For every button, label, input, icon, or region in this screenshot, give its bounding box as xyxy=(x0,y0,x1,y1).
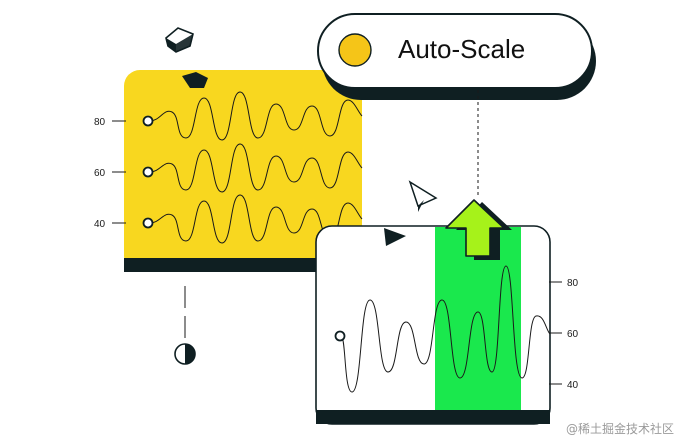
left-tick-label: 80 xyxy=(94,117,106,128)
cursor-arrow-icon xyxy=(408,180,438,212)
right-tick-label: 80 xyxy=(567,278,579,289)
left-panel-base xyxy=(124,258,362,272)
flag-icon xyxy=(384,228,406,246)
pentagon-icon xyxy=(182,72,208,88)
right-chart-panel xyxy=(315,225,551,425)
right-wave-line xyxy=(340,265,551,393)
cube-icon xyxy=(165,27,194,53)
right-y-axis: 80 60 40 xyxy=(549,278,579,391)
half-moon-icon xyxy=(174,343,196,365)
status-dot-icon xyxy=(338,33,372,67)
left-y-axis: 80 60 40 xyxy=(94,117,126,230)
start-dot-60 xyxy=(142,166,154,178)
wave-line-80 xyxy=(149,91,363,141)
start-dot-80 xyxy=(142,115,154,127)
scale-up-arrow-icon xyxy=(445,199,512,260)
left-tick-label: 60 xyxy=(94,168,106,179)
start-dot-40 xyxy=(142,217,154,229)
pill-label: Auto-Scale xyxy=(398,34,525,64)
watermark-text: @稀土掘金技术社区 xyxy=(566,421,674,436)
right-panel-base xyxy=(316,410,550,424)
auto-scale-pill[interactable]: Auto-Scale xyxy=(317,13,596,100)
left-tick-label: 40 xyxy=(94,219,106,230)
right-tick-label: 40 xyxy=(567,380,579,391)
right-start-dot xyxy=(334,330,346,342)
right-tick-label: 60 xyxy=(567,329,579,340)
wave-line-60 xyxy=(149,143,363,193)
